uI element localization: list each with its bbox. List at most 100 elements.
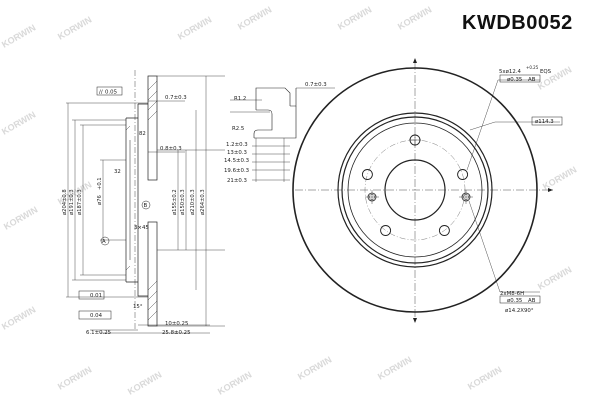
detail-profile-outer <box>254 106 297 139</box>
rotor-outer-edge <box>292 67 538 313</box>
flatness-frame <box>96 86 123 96</box>
dia-204: ø204±0.8 <box>62 189 68 215</box>
detail-view <box>230 87 335 182</box>
watermark-logo: KORWIN <box>536 264 573 291</box>
detail-labels: R1.2 R2.5 0.7±0.3 1.2±0.3 13±0.3 14.5±0.… <box>224 82 327 184</box>
mid-offset-dim: 0.8±0.3 <box>160 146 182 152</box>
front-view <box>292 58 563 323</box>
lug-hole-3 <box>438 225 450 236</box>
rotor-friction-ring-top <box>147 75 158 181</box>
thread-spec: 2xM8-6H <box>500 291 524 297</box>
watermark-logo: KORWIN <box>0 22 37 49</box>
detail-dim-2: 13±0.3 <box>227 150 247 156</box>
watermark-logo: KORWIN <box>376 354 413 381</box>
lug-holes-datum: AB <box>528 77 536 83</box>
bottom-dim-2: 25.8±0.25 <box>162 330 191 336</box>
dia-155: ø155±0.2 <box>172 189 178 215</box>
runout-frame <box>78 310 112 320</box>
detail-radius-1: R1.2 <box>234 96 246 102</box>
hat-wall <box>137 103 148 297</box>
flatness-symbol: // <box>99 90 103 96</box>
front-labels: 5xø12.4 +0.25 EQS ø0.35 AB ø114.3 2xM8-6… <box>499 65 554 314</box>
thread-datum: AB <box>528 298 536 304</box>
hole-center-marks <box>365 134 473 204</box>
section-view <box>66 70 225 334</box>
dia-264: ø264±0.3 <box>200 189 206 215</box>
flatness-value: 0.05 <box>105 90 117 96</box>
pcd-frame <box>531 116 563 126</box>
watermark-logo: KORWIN <box>0 304 37 331</box>
detail-dim-4: 19.6±0.3 <box>224 168 249 174</box>
lug-hole-4 <box>380 225 392 236</box>
watermark-logo: KORWIN <box>336 4 373 31</box>
edge-marker <box>413 318 417 323</box>
detail-leader-lines <box>252 138 290 182</box>
lug-holes-tol: +0.25 <box>526 65 539 70</box>
radius-82: 82 <box>139 131 146 137</box>
lug-hole-2 <box>457 169 469 180</box>
detail-dim-1: 1.2±0.3 <box>226 142 248 148</box>
datum-b-label: B <box>144 203 148 209</box>
rotor-friction-ring-bottom <box>147 221 158 327</box>
chamfer-dim: 3×45 <box>134 225 149 231</box>
radius-32: 32 <box>114 169 121 175</box>
watermark-logo: KORWIN <box>176 14 213 41</box>
front-leader-lines <box>466 79 560 293</box>
bottom-dim-3: 6.1±0.25 <box>86 330 111 336</box>
lug-holes-eqs: EQS <box>540 69 552 75</box>
datum-a-label: A <box>102 239 106 245</box>
angle-dim: 15° <box>133 304 143 310</box>
section-labels: 0.05 // 0.7±0.3 0.8±0.3 82 32 3×45 15° 0… <box>62 90 206 337</box>
watermark-logo: KORWIN <box>466 364 503 391</box>
watermark-logo: KORWIN <box>2 204 39 231</box>
edge-marker <box>548 188 553 192</box>
watermark-logo: KORWIN <box>396 4 433 31</box>
extension-lines <box>66 75 225 327</box>
dia-187: ø187±0.3 <box>77 189 83 215</box>
lug-hole-5 <box>361 169 373 180</box>
top-offset-dim: 0.7±0.3 <box>165 95 187 101</box>
datum-circle-b <box>141 200 151 210</box>
parallelism-value: 0.01 <box>90 293 102 299</box>
watermark-logo: KORWIN <box>296 354 333 381</box>
parallelism-frame <box>78 290 105 300</box>
pcd-value: ø114.3 <box>535 119 554 125</box>
dia-150: ø150±0.3 <box>180 189 186 215</box>
lug-holes-spec: 5xø12.4 <box>499 69 521 75</box>
runout-value: 0.04 <box>90 313 103 319</box>
thread-position: ø0.35 <box>507 298 522 304</box>
datum-circle-a <box>100 236 110 246</box>
friction-ring-inner <box>337 112 493 268</box>
dia-210: ø210±0.3 <box>190 189 196 215</box>
hub-face <box>126 117 138 283</box>
edge-marker <box>413 58 417 63</box>
watermark-logo: KORWIN <box>126 369 163 396</box>
watermark-logo: KORWIN <box>541 164 578 191</box>
watermark-logo: KORWIN <box>236 4 273 31</box>
hat-outer <box>341 116 489 264</box>
detail-top-dim: 0.7±0.3 <box>305 82 327 88</box>
bore-tolerance: +0.1 <box>97 177 103 190</box>
detail-profile <box>253 87 297 138</box>
watermark-logo: KORWIN <box>56 364 93 391</box>
thread-position-frame <box>499 295 541 304</box>
lug-holes-position: ø0.35 <box>507 77 522 83</box>
watermark-logo: KORWIN <box>56 14 93 41</box>
detail-dim-5: 21±0.3 <box>227 178 247 184</box>
thread-countersink: ø14.2X90° <box>505 308 534 314</box>
watermark-logo: KORWIN <box>216 369 253 396</box>
watermark-logo: KORWIN <box>0 109 37 136</box>
center-bore <box>384 159 446 221</box>
hat-step <box>347 122 483 258</box>
bottom-dim-1: 10±0.25 <box>165 321 188 327</box>
section-hatching <box>125 80 158 321</box>
detail-radius-2: R2.5 <box>232 126 244 132</box>
dia-76: ø76 <box>97 195 103 205</box>
dia-191: ø191±0.3 <box>69 189 75 215</box>
detail-dim-3: 14.5±0.3 <box>224 158 249 164</box>
vertical-dimension-lines <box>67 76 207 326</box>
holes-position-frame <box>499 74 541 83</box>
part-code-title: KWDB0052 <box>462 12 573 34</box>
